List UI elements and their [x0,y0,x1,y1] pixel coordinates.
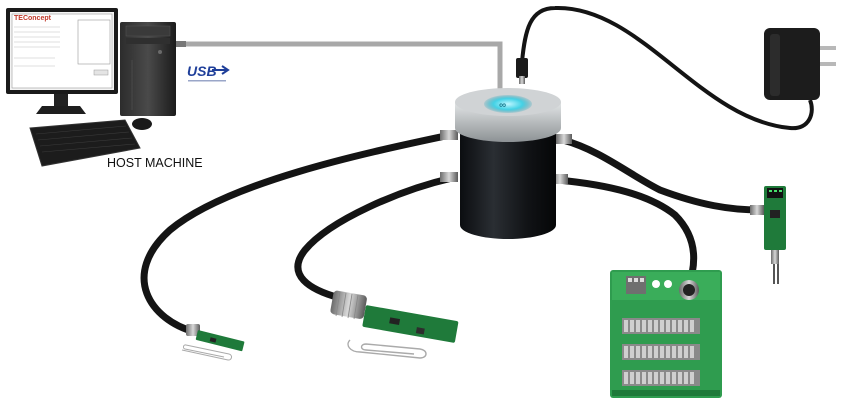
host-machine: TEConcept HOST MACHIN [6,8,203,170]
usb-cable [178,41,503,98]
cables [140,5,814,336]
terminal-row-1 [622,318,700,334]
terminal-row-3 [622,370,700,386]
usb-logo-text: USB [187,63,217,79]
paperclip-small [181,344,233,361]
monitor-neck [54,94,68,106]
dc-plug [516,58,528,78]
hub-device: ∞ [440,88,572,239]
cable-terminal-board [554,176,698,292]
terminal-row-2 [622,344,700,360]
pc-tower [120,22,176,116]
power-adapter [516,28,836,100]
long-probe-board [330,290,459,359]
small-probe-board [181,324,245,361]
usb-logo: USB [176,41,230,82]
hub-status-light [484,95,532,113]
cable-left-probe [140,131,454,336]
host-machine-label: HOST MACHINE [107,156,203,170]
cable-right-probe [559,136,764,214]
paperclip-large [347,339,427,359]
svg-text:∞: ∞ [499,100,506,111]
power-cable [520,5,814,131]
app-window-form [14,26,60,67]
cable-middle-probe [294,174,456,302]
monitor-base [36,106,86,114]
vertical-probe-board [750,186,786,284]
mouse [132,118,152,130]
keyboard [29,119,141,167]
app-window-title: TEConcept [14,15,52,22]
terminal-board [610,270,722,398]
